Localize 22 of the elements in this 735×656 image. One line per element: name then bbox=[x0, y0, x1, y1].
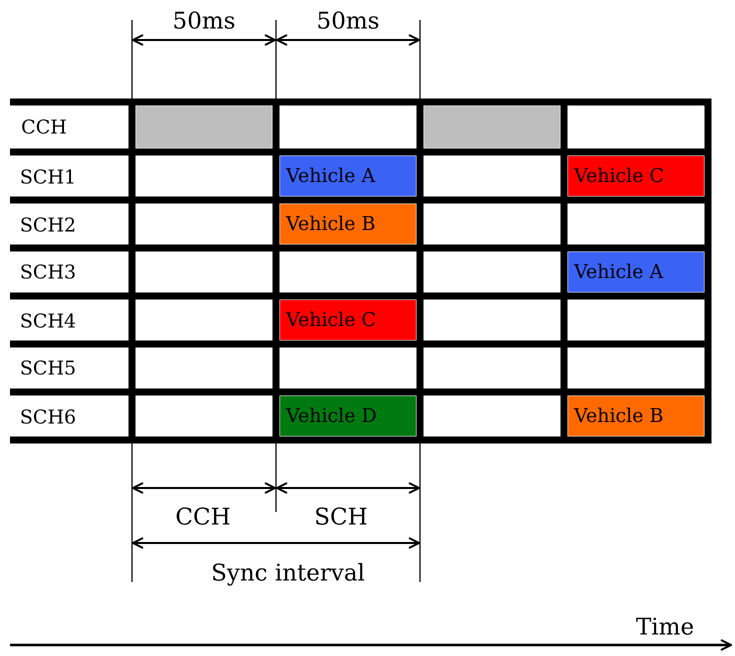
vehicle-slot: Vehicle B bbox=[280, 204, 416, 244]
vehicle-slot: Vehicle A bbox=[280, 156, 416, 196]
channel-label: CCH bbox=[21, 118, 67, 138]
vehicle-slot: Vehicle A bbox=[568, 252, 704, 292]
dimension-label: 50ms bbox=[316, 10, 380, 34]
channel-label: SCH5 bbox=[20, 360, 76, 378]
channel-label: SCH1 bbox=[20, 168, 76, 188]
axis-label: Time bbox=[636, 616, 694, 640]
channel-label: SCH6 bbox=[20, 408, 76, 428]
cch-slot bbox=[136, 106, 272, 148]
interval-label: Sync interval bbox=[211, 562, 365, 586]
cch-slot bbox=[424, 106, 560, 148]
dimension-label: 50ms bbox=[172, 10, 236, 34]
channel-label: SCH3 bbox=[20, 264, 76, 282]
vehicle-slot: Vehicle C bbox=[568, 156, 704, 196]
vehicle-slot: Vehicle D bbox=[280, 396, 416, 436]
vehicle-slot: Vehicle B bbox=[568, 396, 704, 436]
interval-label: CCH bbox=[175, 506, 231, 530]
channel-label: SCH4 bbox=[20, 312, 76, 332]
vehicle-slot: Vehicle C bbox=[280, 300, 416, 340]
interval-label: SCH bbox=[314, 506, 368, 530]
channel-label: SCH2 bbox=[20, 216, 76, 236]
